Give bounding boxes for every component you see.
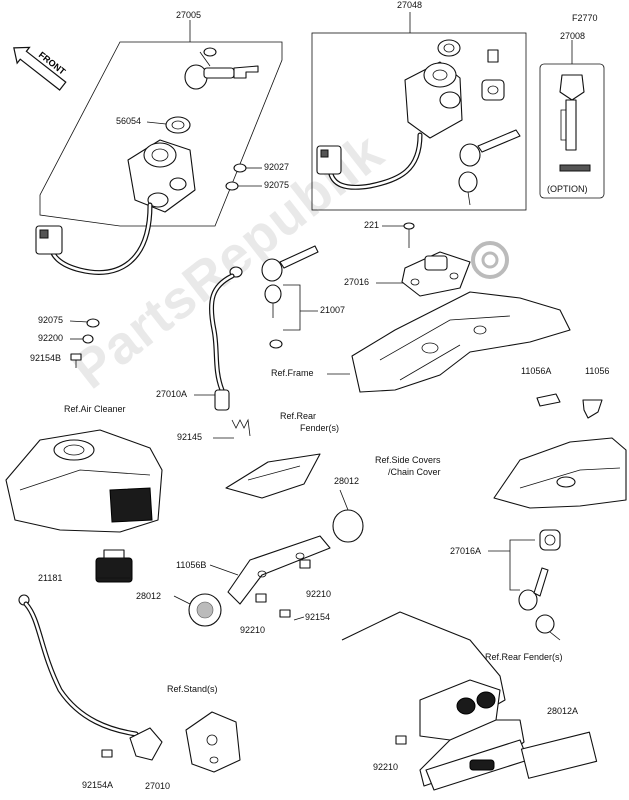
nut-92210-a (299, 559, 311, 569)
label-92200: 92200 (38, 333, 64, 343)
grommet-92075 (225, 181, 239, 191)
label-11056A: 11056A (521, 366, 552, 376)
side-cover (493, 437, 627, 509)
label-ref-air-cleaner: Ref.Air Cleaner (64, 404, 126, 414)
bolt-92154B (70, 353, 82, 368)
label-27016A: 27016A (450, 546, 482, 556)
air-cleaner (5, 429, 163, 533)
bracket-27016 (401, 251, 471, 297)
key-icon-27048 (458, 129, 521, 206)
label-221: 221 (364, 220, 380, 230)
group-frame-27005 (39, 41, 283, 227)
label-92075-upper: 92075 (264, 180, 290, 190)
label-92154: 92154 (305, 612, 331, 622)
frame-assembly (351, 291, 571, 393)
front-arrow-icon (13, 46, 67, 91)
label-92145: 92145 (177, 432, 203, 442)
label-ref-rear-fender-2: Ref.Rear Fender(s) (485, 652, 563, 662)
label-ref-side-covers-line1: Ref.Side Covers (375, 455, 441, 465)
option-key-icon (559, 74, 591, 172)
label-92210-c: 92210 (373, 762, 399, 772)
label-92210-b: 92210 (240, 625, 266, 635)
grommet-92075-lower (86, 318, 100, 328)
lock-27016A (539, 529, 561, 551)
label-92075-lower: 92075 (38, 315, 64, 325)
connector-icon (35, 225, 63, 255)
relay-21181 (95, 549, 133, 583)
connector-icon-27048 (316, 145, 342, 175)
bracket-11056A (536, 393, 561, 407)
label-27008: 27008 (560, 31, 586, 41)
washer-92200 (82, 334, 94, 344)
ignition-switch-body (127, 139, 196, 213)
label-56054: 56054 (116, 116, 142, 126)
bracket-11056B (227, 535, 331, 605)
label-27010A: 27010A (156, 389, 188, 399)
stand-bracket (185, 711, 241, 773)
grommet-92027 (233, 163, 247, 173)
label-28012-lower: 28012 (136, 591, 162, 601)
key-icon (184, 47, 259, 90)
label-21181: 21181 (38, 573, 63, 583)
key-27016A (518, 567, 561, 641)
washer-27048 (437, 39, 461, 57)
nut-92210-b (255, 593, 267, 603)
sensor-27010A (209, 266, 251, 437)
pad-28012-upper (332, 509, 364, 543)
nut-92210-c (395, 735, 407, 745)
label-11056: 11056 (585, 366, 610, 376)
label-27048: 27048 (397, 0, 423, 10)
bolt-92154 (279, 609, 291, 618)
label-92027: 92027 (264, 162, 290, 172)
label-92210-a: 92210 (306, 589, 332, 599)
rear-fender-assembly (341, 611, 529, 791)
label-27005: 27005 (176, 10, 202, 20)
label-ref-frame: Ref.Frame (271, 368, 314, 378)
ignition-switch-27048 (404, 61, 463, 139)
rear-fender-panel (225, 453, 321, 499)
group-frame-27048 (311, 32, 527, 211)
label-27010: 27010 (145, 781, 171, 791)
label-ref-rear-fender-line1: Ref.Rear (280, 411, 317, 421)
label-11056B: 11056B (176, 560, 207, 570)
label-ref-side-covers-line2: /Chain Cover (388, 467, 441, 477)
label-ref-stand: Ref.Stand(s) (167, 684, 218, 694)
screw-221 (403, 222, 415, 248)
label-F2770: F2770 (572, 13, 598, 23)
lock-cylinder-icon (481, 49, 505, 101)
label-21007: 21007 (320, 305, 346, 315)
label-28012-upper: 28012 (334, 476, 360, 486)
option-note: (OPTION) (547, 184, 588, 194)
label-92154B: 92154B (30, 353, 62, 363)
stand-switch-27010 (18, 594, 163, 761)
gear-icon (471, 241, 509, 279)
label-92154A: 92154A (82, 780, 114, 790)
label-ref-rear-fender-line2: Fender(s) (300, 423, 340, 433)
key-21007 (261, 245, 319, 349)
washer-56054 (165, 116, 191, 134)
bracket-11056 (582, 399, 603, 419)
reflector-28012A (520, 731, 598, 779)
label-27016: 27016 (344, 277, 370, 287)
label-28012A: 28012A (547, 706, 579, 716)
